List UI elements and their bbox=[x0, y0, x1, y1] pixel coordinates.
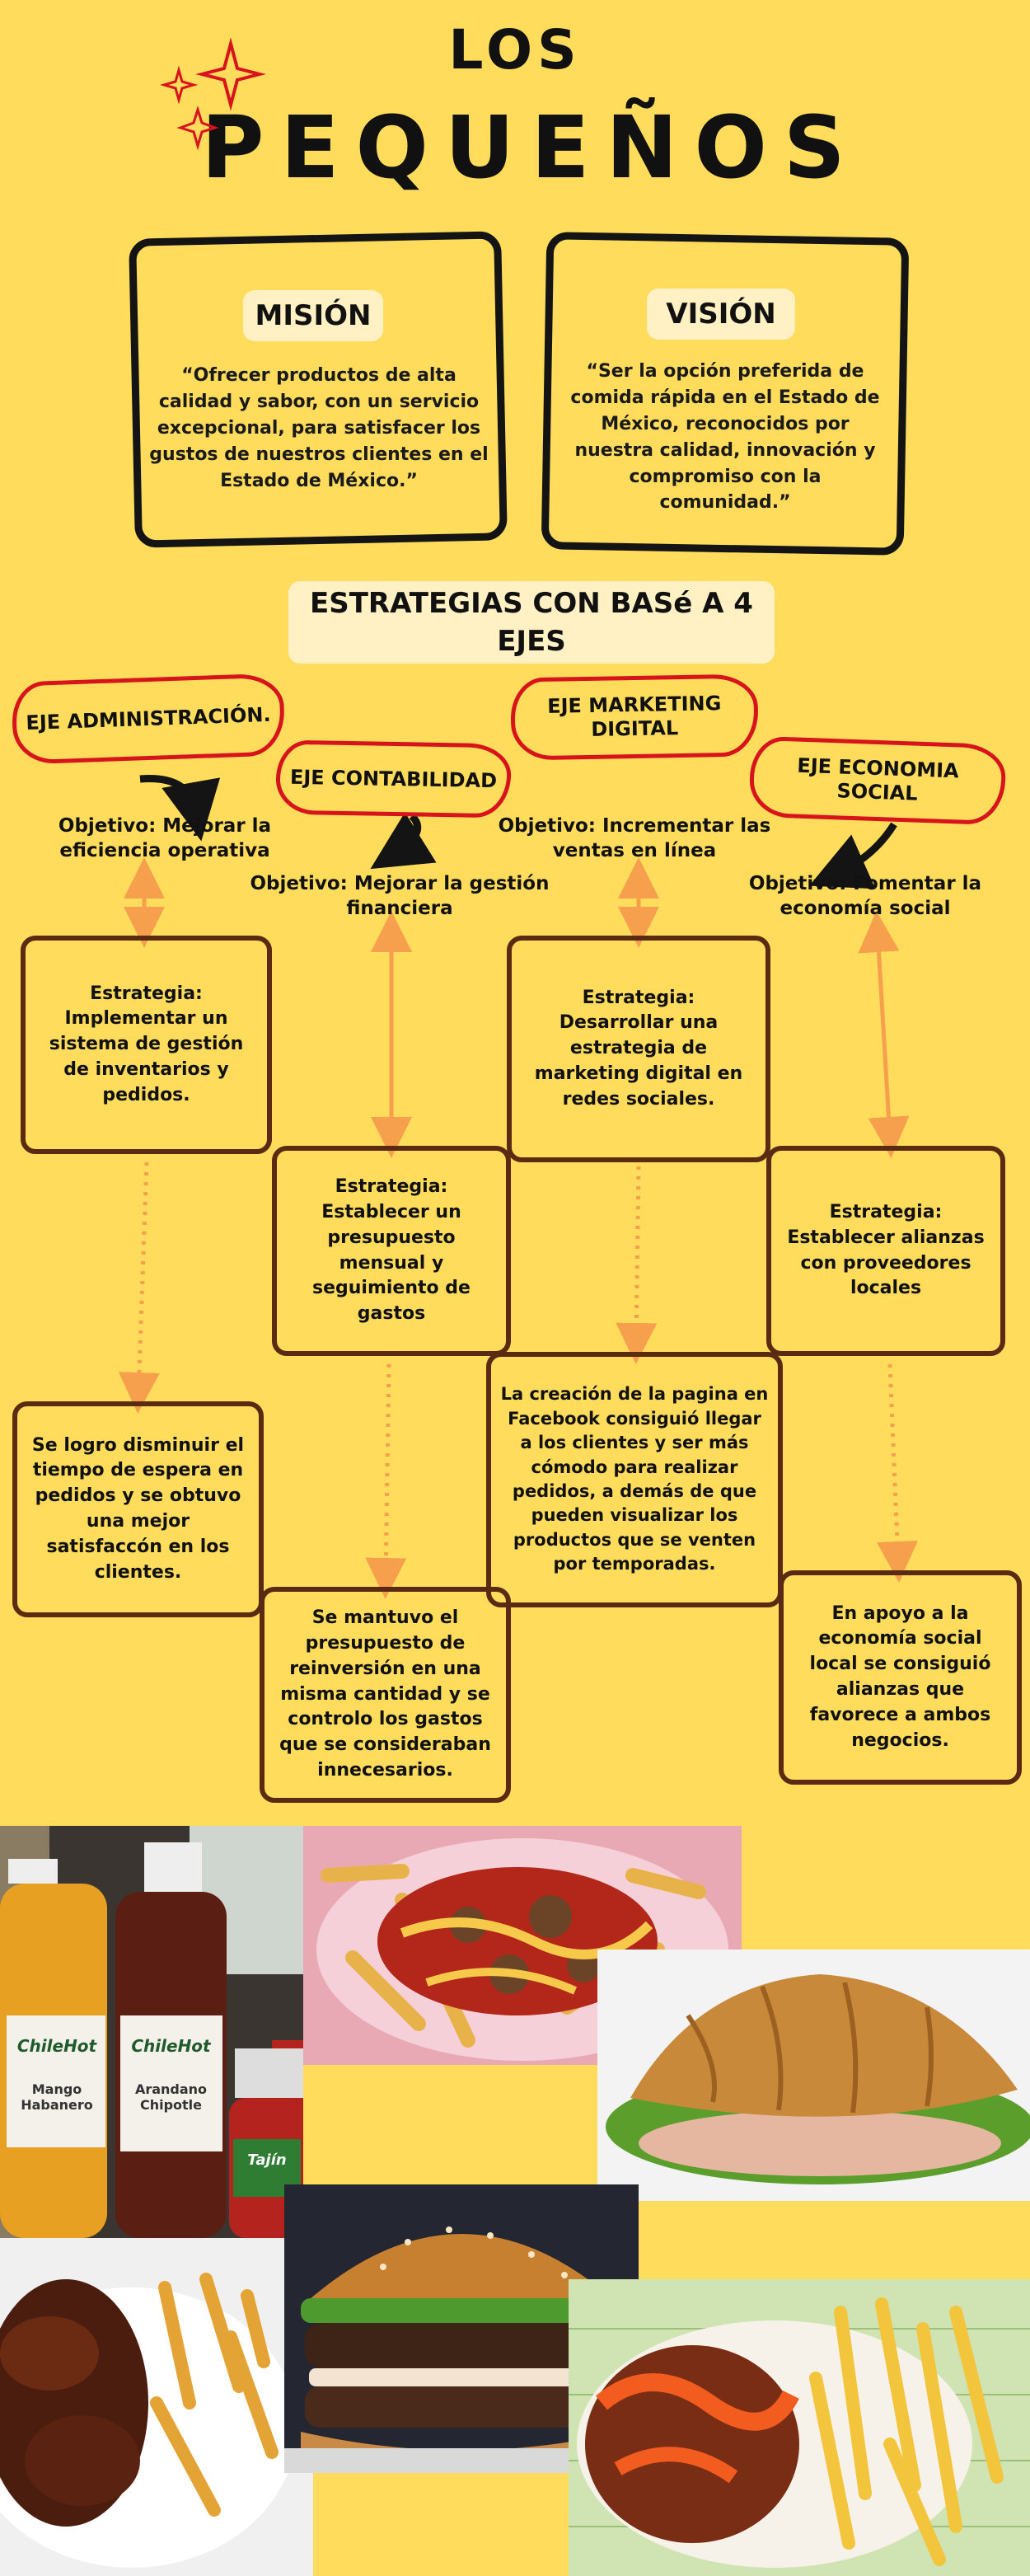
sauce-bottles-photo: ChileHot Mango Habanero ChileHot Arandan… bbox=[0, 1826, 303, 2238]
estrategia-administracion-box: Estrategia: Implementar un sistema de ge… bbox=[21, 936, 272, 1154]
resultado-administracion-box: Se logro disminuir el tiempo de espera e… bbox=[12, 1401, 264, 1617]
sauced-wings-fries-photo bbox=[569, 2279, 1030, 2576]
title-line1: LOS bbox=[448, 18, 582, 82]
estrategia-economia-box: Estrategia: Establecer alianzas con prov… bbox=[766, 1146, 1005, 1356]
connector-arrows bbox=[118, 775, 918, 1599]
resultado-marketing-box: La creación de la pagina en Facebook con… bbox=[486, 1352, 783, 1607]
wings-and-fries-photo bbox=[0, 2238, 313, 2576]
eje-administracion-label: EJE ADMINISTRACIÓN. bbox=[11, 673, 286, 765]
vision-text: “Ser la opción preferida de comida rápid… bbox=[570, 361, 880, 514]
croissant-sandwich-photo bbox=[597, 1950, 1030, 2201]
bottle-label-tajin: Tajín bbox=[247, 2151, 287, 2169]
strategies-heading: ESTRATEGIAS CON BASé A 4 EJES bbox=[288, 581, 775, 664]
objetivo-contabilidad: Objetivo: Mejorar la gestión financiera bbox=[250, 873, 550, 919]
bottle-label-flavor-2: Arandano Chipotle bbox=[134, 2081, 208, 2113]
bottle-label-flavor-1: Mango Habanero bbox=[21, 2081, 93, 2113]
estrategia-marketing-box: Estrategia: Desarrollar una estrategia d… bbox=[507, 936, 770, 1162]
mision-text: “Ofrecer productos de alta calidad y sab… bbox=[149, 365, 489, 491]
eje-economia-label: EJE ECONOMIA SOCIAL bbox=[748, 735, 1007, 826]
estrategia-contabilidad-box: Estrategia: Establecer un presupuesto me… bbox=[272, 1146, 511, 1356]
resultado-economia-box: En apoyo a la economía social local se c… bbox=[779, 1570, 1022, 1785]
eje-marketing-label: EJE MARKETING DIGITAL bbox=[510, 673, 759, 761]
bottle-label-brand-1: ChileHot bbox=[16, 2036, 97, 2056]
title-line2: PEQUEÑOS bbox=[201, 97, 862, 198]
eje-contabilidad-label: EJE CONTABILIDAD bbox=[275, 739, 512, 819]
objetivo-marketing: Objetivo: Incrementar las ventas en líne… bbox=[498, 815, 771, 861]
resultado-contabilidad-box: Se mantuvo el presupuesto de reinversión… bbox=[260, 1587, 511, 1803]
mision-heading: MISIÓN bbox=[243, 290, 383, 341]
sparkle-icon bbox=[161, 37, 266, 151]
objetivo-economia: Objetivo: Fomentar la economía social bbox=[748, 873, 982, 919]
bottle-label-brand-2: ChileHot bbox=[131, 2036, 211, 2056]
loaded-fries-photo bbox=[303, 1826, 742, 2065]
vision-heading: VISIÓN bbox=[647, 289, 795, 340]
objetivo-administracion: Objetivo: Mejorar la eficiencia operativ… bbox=[58, 815, 272, 861]
